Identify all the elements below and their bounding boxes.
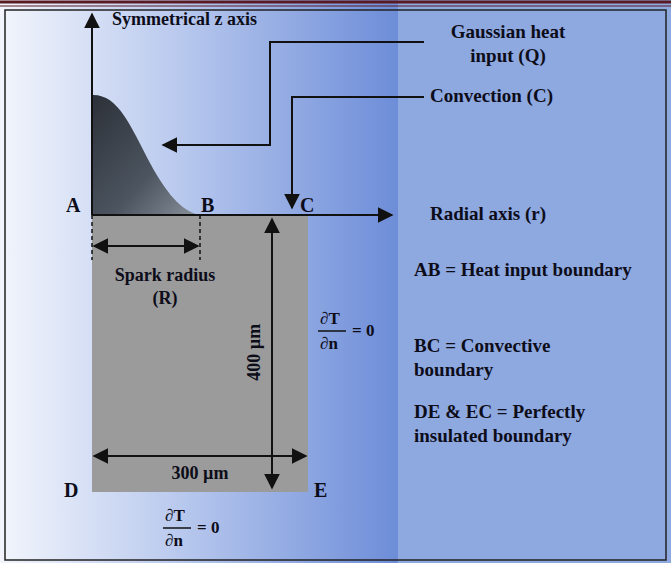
gaussian-heat-profile [92,95,200,215]
dash-line [91,215,93,260]
right-panel [398,0,671,563]
dimension-label: 300 µm [172,462,229,485]
top-rule [0,1,671,4]
leader-line [292,97,424,208]
fraction-bar [163,527,191,529]
callout-label: Convection (C) [430,84,553,108]
point-letter: A [66,193,80,218]
z-axis [91,14,93,215]
left-background [0,0,398,563]
domain-rectangle [92,215,308,492]
fraction-part: = 0 [197,517,219,538]
fraction-part: ∂n [320,333,338,354]
dimension-arrow [94,245,198,247]
fraction-part: ∂n [165,530,183,551]
fraction-bar [318,330,346,332]
dimension-label: Spark radius (R) [100,264,230,309]
fraction-part: = 0 [352,320,374,341]
fraction-part: ∂T [165,505,185,526]
point-letter: D [64,478,78,503]
axis-title: Symmetrical z axis [112,8,257,31]
legend-note: DE & EC = Perfectly insulated boundary [414,400,632,448]
dimension-label: 400 µm [243,324,266,381]
point-letter: E [314,478,327,503]
legend-note: AB = Heat input boundary [414,258,632,282]
dimension-arrow [94,455,306,457]
frame [5,10,666,560]
fraction-part: ∂T [320,308,340,329]
leader-line [163,42,424,145]
radial-axis [92,214,392,216]
callout-label: Gaussian heat input (Q) [428,20,588,68]
point-letter: B [201,193,214,218]
legend-note: BC = Convective boundary [414,334,632,382]
dimension-arrow [271,219,273,488]
dash-line [199,215,201,260]
top-rule [0,6,671,7]
point-letter: C [300,193,314,218]
axis-title: Radial axis (r) [430,202,546,226]
